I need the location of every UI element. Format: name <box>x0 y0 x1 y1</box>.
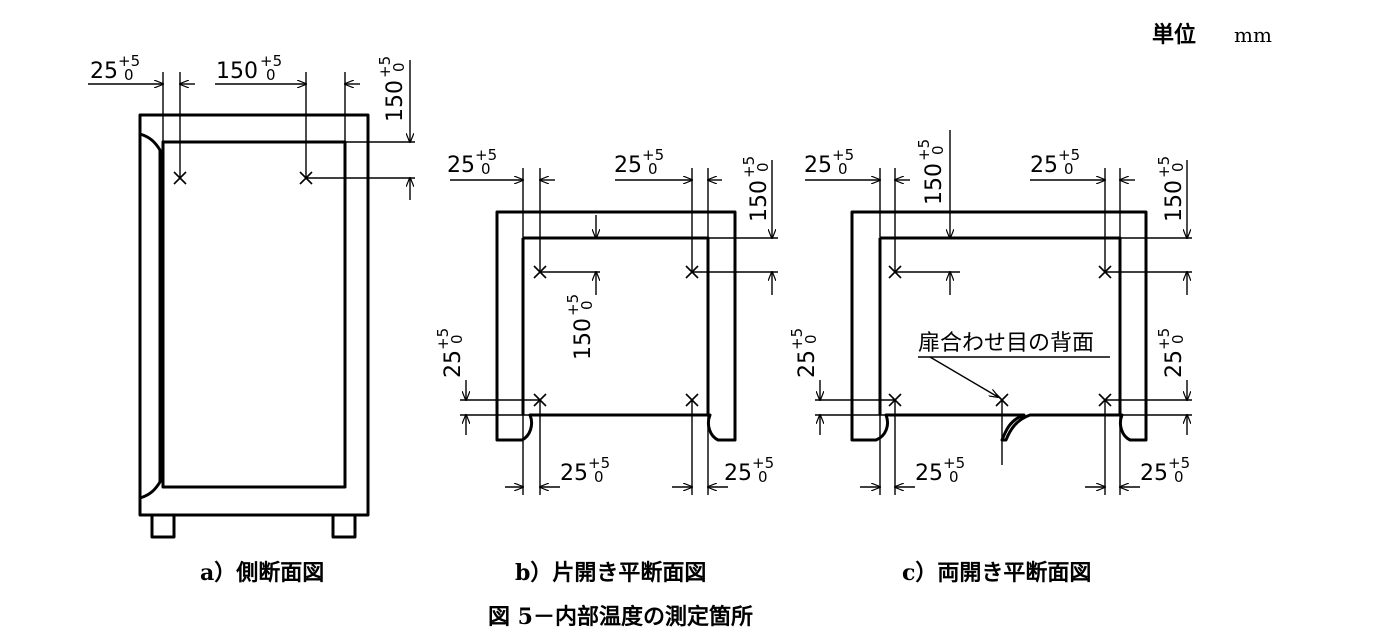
double-door-plan-diagram: 扉合わせ目の背面 25 +5 0 25 +5 0 150 +5 0 150 +5… <box>788 130 1192 495</box>
tol-upper: +5 <box>642 146 664 164</box>
tol-upper: +5 <box>943 454 965 472</box>
tol-lower: 0 <box>1169 162 1187 172</box>
tol-lower: 0 <box>481 160 491 178</box>
dim-25: 25 <box>447 153 475 178</box>
tol-upper: +5 <box>260 52 282 70</box>
cabinet-outline-inner <box>521 236 710 415</box>
unit-label-text: 単位 <box>1152 22 1196 48</box>
dim-25: 25 <box>1162 350 1187 378</box>
dim-150: 150 <box>922 163 947 205</box>
cabinet-outline-outer <box>495 210 737 442</box>
cabinet-outline-outer <box>850 210 1148 442</box>
dim-25: 25 <box>724 461 752 486</box>
cabinet-outline-outer <box>138 113 370 517</box>
tol-upper: +5 <box>434 328 452 350</box>
dim-25: 25 <box>90 59 118 84</box>
tol-lower: 0 <box>594 468 604 486</box>
tol-upper: +5 <box>832 146 854 164</box>
tol-upper: +5 <box>564 294 582 316</box>
caption-single-door-plan: b）片開き平断面図 <box>515 560 706 586</box>
tol-lower: 0 <box>648 160 658 178</box>
dim-150: 150 <box>571 318 596 360</box>
tol-upper: +5 <box>752 454 774 472</box>
dim-25: 25 <box>804 153 832 178</box>
tol-lower: 0 <box>949 468 959 486</box>
tol-upper: +5 <box>118 52 140 70</box>
dim-150: 150 <box>1162 180 1187 222</box>
dim-25: 25 <box>795 350 820 378</box>
tol-upper: +5 <box>788 328 806 350</box>
tol-lower: 0 <box>929 145 947 155</box>
dim-150: 150 <box>216 59 258 84</box>
tol-lower: 0 <box>1169 334 1187 344</box>
tol-lower: 0 <box>124 66 134 84</box>
tol-upper: +5 <box>376 56 394 78</box>
cabinet-outline-inner <box>161 140 347 489</box>
tol-upper: +5 <box>1058 146 1080 164</box>
tol-upper: +5 <box>1155 328 1173 350</box>
cabinet-outline-inner <box>878 236 1122 415</box>
tol-lower: 0 <box>1174 468 1184 486</box>
door-joint-annotation: 扉合わせ目の背面 <box>918 331 1094 356</box>
single-door-plan-diagram: 25 +5 0 25 +5 0 150 +5 0 150 +5 0 25 +5 … <box>434 146 778 495</box>
tol-lower: 0 <box>390 62 408 72</box>
tol-lower: 0 <box>266 66 276 84</box>
tol-lower: 0 <box>754 162 772 172</box>
foot-left <box>150 513 176 539</box>
figure-title: 図 5－内部温度の測定箇所 <box>488 604 753 630</box>
tol-lower: 0 <box>1064 160 1074 178</box>
unit-value-text: mm <box>1234 23 1272 47</box>
tol-upper: +5 <box>915 139 933 161</box>
annotation-leader <box>929 356 998 397</box>
tol-upper: +5 <box>1168 454 1190 472</box>
tol-upper: +5 <box>740 156 758 178</box>
tol-lower: 0 <box>758 468 768 486</box>
dim-25: 25 <box>441 350 466 378</box>
caption-double-door-plan: c）両開き平断面図 <box>902 560 1091 586</box>
tol-lower: 0 <box>838 160 848 178</box>
unit-label: 単位 mm <box>1152 22 1272 48</box>
tol-upper: +5 <box>475 146 497 164</box>
dim-25: 25 <box>560 461 588 486</box>
dim-150: 150 <box>383 80 408 122</box>
tol-lower: 0 <box>448 334 466 344</box>
foot-right <box>331 513 357 539</box>
side-section-diagram: 25 +5 0 150 +5 0 150 +5 0 <box>88 52 415 539</box>
tol-upper: +5 <box>588 454 610 472</box>
dim-150: 150 <box>747 180 772 222</box>
tol-upper: +5 <box>1155 156 1173 178</box>
caption-side-section: a）側断面図 <box>200 560 324 586</box>
dim-25: 25 <box>915 461 943 486</box>
tol-lower: 0 <box>802 334 820 344</box>
dim-25: 25 <box>614 153 642 178</box>
tol-lower: 0 <box>578 300 596 310</box>
dim-25: 25 <box>1140 461 1168 486</box>
dim-25: 25 <box>1030 153 1058 178</box>
